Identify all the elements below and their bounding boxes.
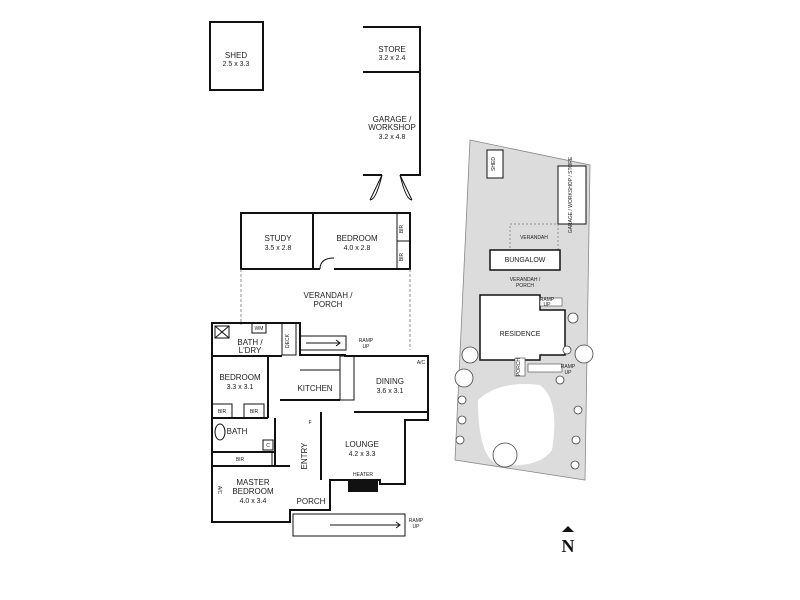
bath-label: BATH <box>227 427 248 436</box>
lounge-dims: 4.2 x 3.3 <box>349 451 376 458</box>
shed-dims: 2.5 x 3.3 <box>223 61 250 68</box>
north-label: N <box>562 536 575 556</box>
study-dims: 3.5 x 2.8 <box>265 245 292 252</box>
bedroom-bir-2: BIR <box>250 409 259 415</box>
entry-label: ENTRY <box>300 442 309 470</box>
master-ac-label: A/C <box>216 486 222 495</box>
site-porch-ramp-1: RAMP <box>561 364 576 370</box>
porch-ramp-label-1: RAMP <box>409 518 424 524</box>
dining-label: DINING <box>376 377 404 386</box>
site-verandah-porch-2: PORCH <box>516 283 534 289</box>
store-dims: 3.2 x 2.4 <box>379 55 406 62</box>
wm-label: WM <box>255 326 264 332</box>
site-verandah-porch-1: VERANDAH / <box>510 277 541 283</box>
ramp-up-label-1: RAMP <box>359 338 374 344</box>
garage-dims: 3.2 x 4.8 <box>379 134 406 141</box>
site-porch-ramp-2: UP <box>565 370 573 376</box>
north-arrow: N <box>562 526 575 556</box>
fridge-label: F <box>308 420 311 426</box>
site-ramp-label-2: UP <box>544 302 552 308</box>
master-label-2: BEDROOM <box>232 487 274 496</box>
garage-building: STORE 3.2 x 2.4 GARAGE / WORKSHOP 3.2 x … <box>363 26 421 201</box>
bir-label-2: BIR <box>399 252 405 261</box>
kitchen-label: KITCHEN <box>297 384 332 393</box>
bungalow-bedroom-label: BEDROOM <box>336 234 378 243</box>
dining-ac-label: A/C <box>417 360 426 366</box>
site-ramp-label-1: RAMP <box>540 297 555 303</box>
main-house: DECK WM BATH / L'DRY BEDROOM 3.3 x 3.1 B… <box>211 322 429 523</box>
site-residence-label: RESIDENCE <box>500 331 541 338</box>
site-shed-label: SHED <box>491 157 497 171</box>
master-dims: 4.0 x 3.4 <box>240 498 267 505</box>
bedroom-label: BEDROOM <box>219 373 261 382</box>
bath-ldry-label-2: L'DRY <box>239 346 262 355</box>
dining-dims: 3.6 x 3.1 <box>377 388 404 395</box>
site-garage-label: GARAGE / WORKSHOP / STORE <box>568 156 574 233</box>
shed-label: SHED <box>225 51 247 60</box>
bath-c-label: C <box>266 443 270 449</box>
verandah-area: VERANDAH / PORCH <box>240 269 411 350</box>
heater-label: HEATER <box>353 472 373 478</box>
bedroom-bir-1: BIR <box>218 409 227 415</box>
ramps: RAMP UP RAMP UP <box>292 335 424 537</box>
master-label-1: MASTER <box>236 478 270 487</box>
garage-label-1: GARAGE / <box>373 115 412 124</box>
bir-label-1: BIR <box>399 224 405 233</box>
lounge-label: LOUNGE <box>345 440 379 449</box>
porch-ramp-label-2: UP <box>413 524 421 530</box>
porch-label: PORCH <box>297 497 326 506</box>
site-verandah-label: VERANDAH <box>520 235 548 241</box>
bath-bir-label: BIR <box>236 457 245 463</box>
bungalow-building: STUDY 3.5 x 2.8 BEDROOM 4.0 x 2.8 BIR BI… <box>240 212 411 271</box>
shed-building: SHED 2.5 x 3.3 <box>209 21 264 91</box>
site-bungalow-label: BUNGALOW <box>505 257 546 264</box>
verandah-label-1: VERANDAH / <box>304 291 354 300</box>
study-label: STUDY <box>264 234 292 243</box>
ramp-up-label-2: UP <box>363 344 371 350</box>
deck-label: DECK <box>285 333 291 348</box>
bath-ldry-label-1: BATH / <box>237 338 263 347</box>
verandah-label-2: PORCH <box>314 300 343 309</box>
site-plan: SHED GARAGE / WORKSHOP / STORE VERANDAH … <box>454 139 594 481</box>
site-porch-label: PORCH <box>516 358 522 376</box>
store-label: STORE <box>378 45 405 54</box>
bungalow-bedroom-dims: 4.0 x 2.8 <box>344 245 371 252</box>
bedroom-dims: 3.3 x 3.1 <box>227 384 254 391</box>
garage-label-2: WORKSHOP <box>368 123 416 132</box>
